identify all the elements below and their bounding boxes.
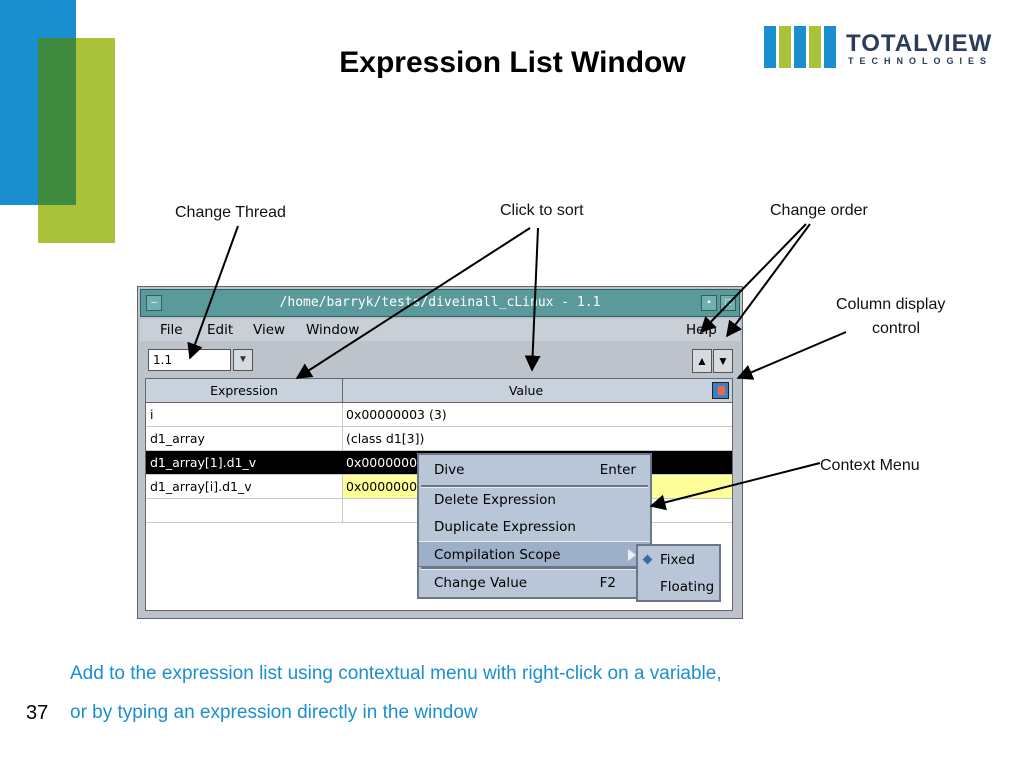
menu-view[interactable]: View — [253, 322, 286, 338]
radio-selected-icon — [642, 554, 653, 565]
slide-title: Expression List Window — [339, 46, 686, 79]
callout-change-thread: Change Thread — [175, 204, 286, 221]
thread-selector-input[interactable]: 1.1 — [148, 349, 231, 371]
expression-cell: d1_array[1].d1_v — [150, 455, 257, 470]
column-divider[interactable] — [342, 379, 343, 402]
menu-window[interactable]: Window — [306, 322, 360, 338]
table-header: Expression Value — [146, 379, 732, 403]
menu-item-delete-expression[interactable]: Delete Expression — [419, 487, 650, 513]
move-down-button[interactable]: ▼ — [713, 349, 733, 373]
column-header-expression[interactable]: Expression — [210, 383, 278, 398]
submenu-item-floating[interactable]: Floating — [660, 579, 715, 595]
menu-item-duplicate-expression[interactable]: Duplicate Expression — [419, 514, 650, 540]
thread-dropdown-button[interactable]: ▼ — [233, 349, 253, 371]
row-divider — [342, 499, 343, 523]
menu-item-label: Change Value — [434, 575, 528, 591]
submenu-item-fixed[interactable]: Fixed — [660, 552, 695, 568]
row-divider — [342, 403, 343, 427]
menu-edit[interactable]: Edit — [207, 322, 234, 338]
callout-context-menu: Context Menu — [820, 457, 920, 474]
menu-item-label: Dive — [434, 462, 465, 478]
maximize-icon[interactable]: □ — [720, 295, 736, 311]
callout-change-order: Change order — [770, 202, 868, 219]
brand-bar-overlap — [38, 38, 76, 205]
value-cell: (class d1[3]) — [346, 431, 425, 446]
logo-subtitle: TECHNOLOGIES — [848, 56, 993, 66]
menu-item-label: Delete Expression — [434, 492, 556, 508]
chevron-down-icon: ▼ — [238, 354, 248, 365]
menu-item-label: Compilation Scope — [434, 547, 561, 563]
callout-click-to-sort: Click to sort — [500, 202, 584, 219]
menu-item-dive[interactable]: Dive Enter — [419, 457, 650, 483]
table-row[interactable]: i 0x00000003 (3) — [146, 403, 732, 427]
menu-bar: File Edit View Window Help — [140, 319, 740, 341]
logo-stripe — [764, 26, 776, 68]
caption-line-1: Add to the expression list using context… — [70, 663, 722, 684]
logo-stripe — [779, 26, 791, 68]
callout-column-display: Column display — [836, 296, 946, 313]
value-cell: 0x00000003 (3) — [346, 407, 447, 422]
move-up-button[interactable]: ▲ — [692, 349, 712, 373]
logo-wordmark: TOTALVIEW — [846, 30, 993, 57]
value-cell: 0x0000000 — [346, 479, 418, 494]
context-menu: Dive Enter Delete Expression Duplicate E… — [417, 453, 652, 599]
menu-item-shortcut: Enter — [599, 462, 636, 478]
window-titlebar[interactable]: – /home/barryk/tests/diveinall_cLinux - … — [140, 289, 740, 317]
menu-item-shortcut: F2 — [599, 575, 616, 591]
slide-number: 37 — [26, 702, 49, 724]
value-cell: 0x0000000 — [346, 455, 418, 470]
logo-stripe — [809, 26, 821, 68]
menu-item-label: Duplicate Expression — [434, 519, 576, 535]
submenu-arrow-icon — [628, 549, 636, 561]
totalview-logo: TOTALVIEW TECHNOLOGIES — [764, 24, 1004, 72]
menu-item-change-value[interactable]: Change Value F2 — [419, 570, 650, 596]
menu-item-compilation-scope[interactable]: Compilation Scope — [419, 541, 650, 567]
minimize-icon[interactable]: ▪ — [701, 295, 717, 311]
compilation-scope-submenu: Fixed Floating — [636, 544, 721, 602]
expression-cell: i — [150, 407, 154, 422]
menu-help[interactable]: Help — [686, 322, 717, 338]
menu-separator — [421, 567, 648, 570]
expression-cell: d1_array[i].d1_v — [150, 479, 252, 494]
window-title: /home/barryk/tests/diveinall_cLinux - 1.… — [279, 295, 601, 310]
table-row[interactable]: d1_array (class d1[3]) — [146, 427, 732, 451]
caption-line-2: or by typing an expression directly in t… — [70, 702, 478, 723]
menu-file[interactable]: File — [160, 322, 183, 338]
logo-stripe — [794, 26, 806, 68]
arrow-column-display — [736, 331, 847, 380]
callout-column-display-2: control — [872, 320, 921, 337]
window-menu-icon[interactable]: – — [146, 295, 162, 311]
row-divider — [342, 427, 343, 451]
expression-cell: d1_array — [150, 431, 205, 446]
column-display-icon[interactable] — [712, 382, 729, 399]
column-header-value[interactable]: Value — [508, 383, 544, 398]
menu-separator — [421, 485, 648, 488]
logo-stripe — [824, 26, 836, 68]
row-divider — [342, 475, 343, 499]
